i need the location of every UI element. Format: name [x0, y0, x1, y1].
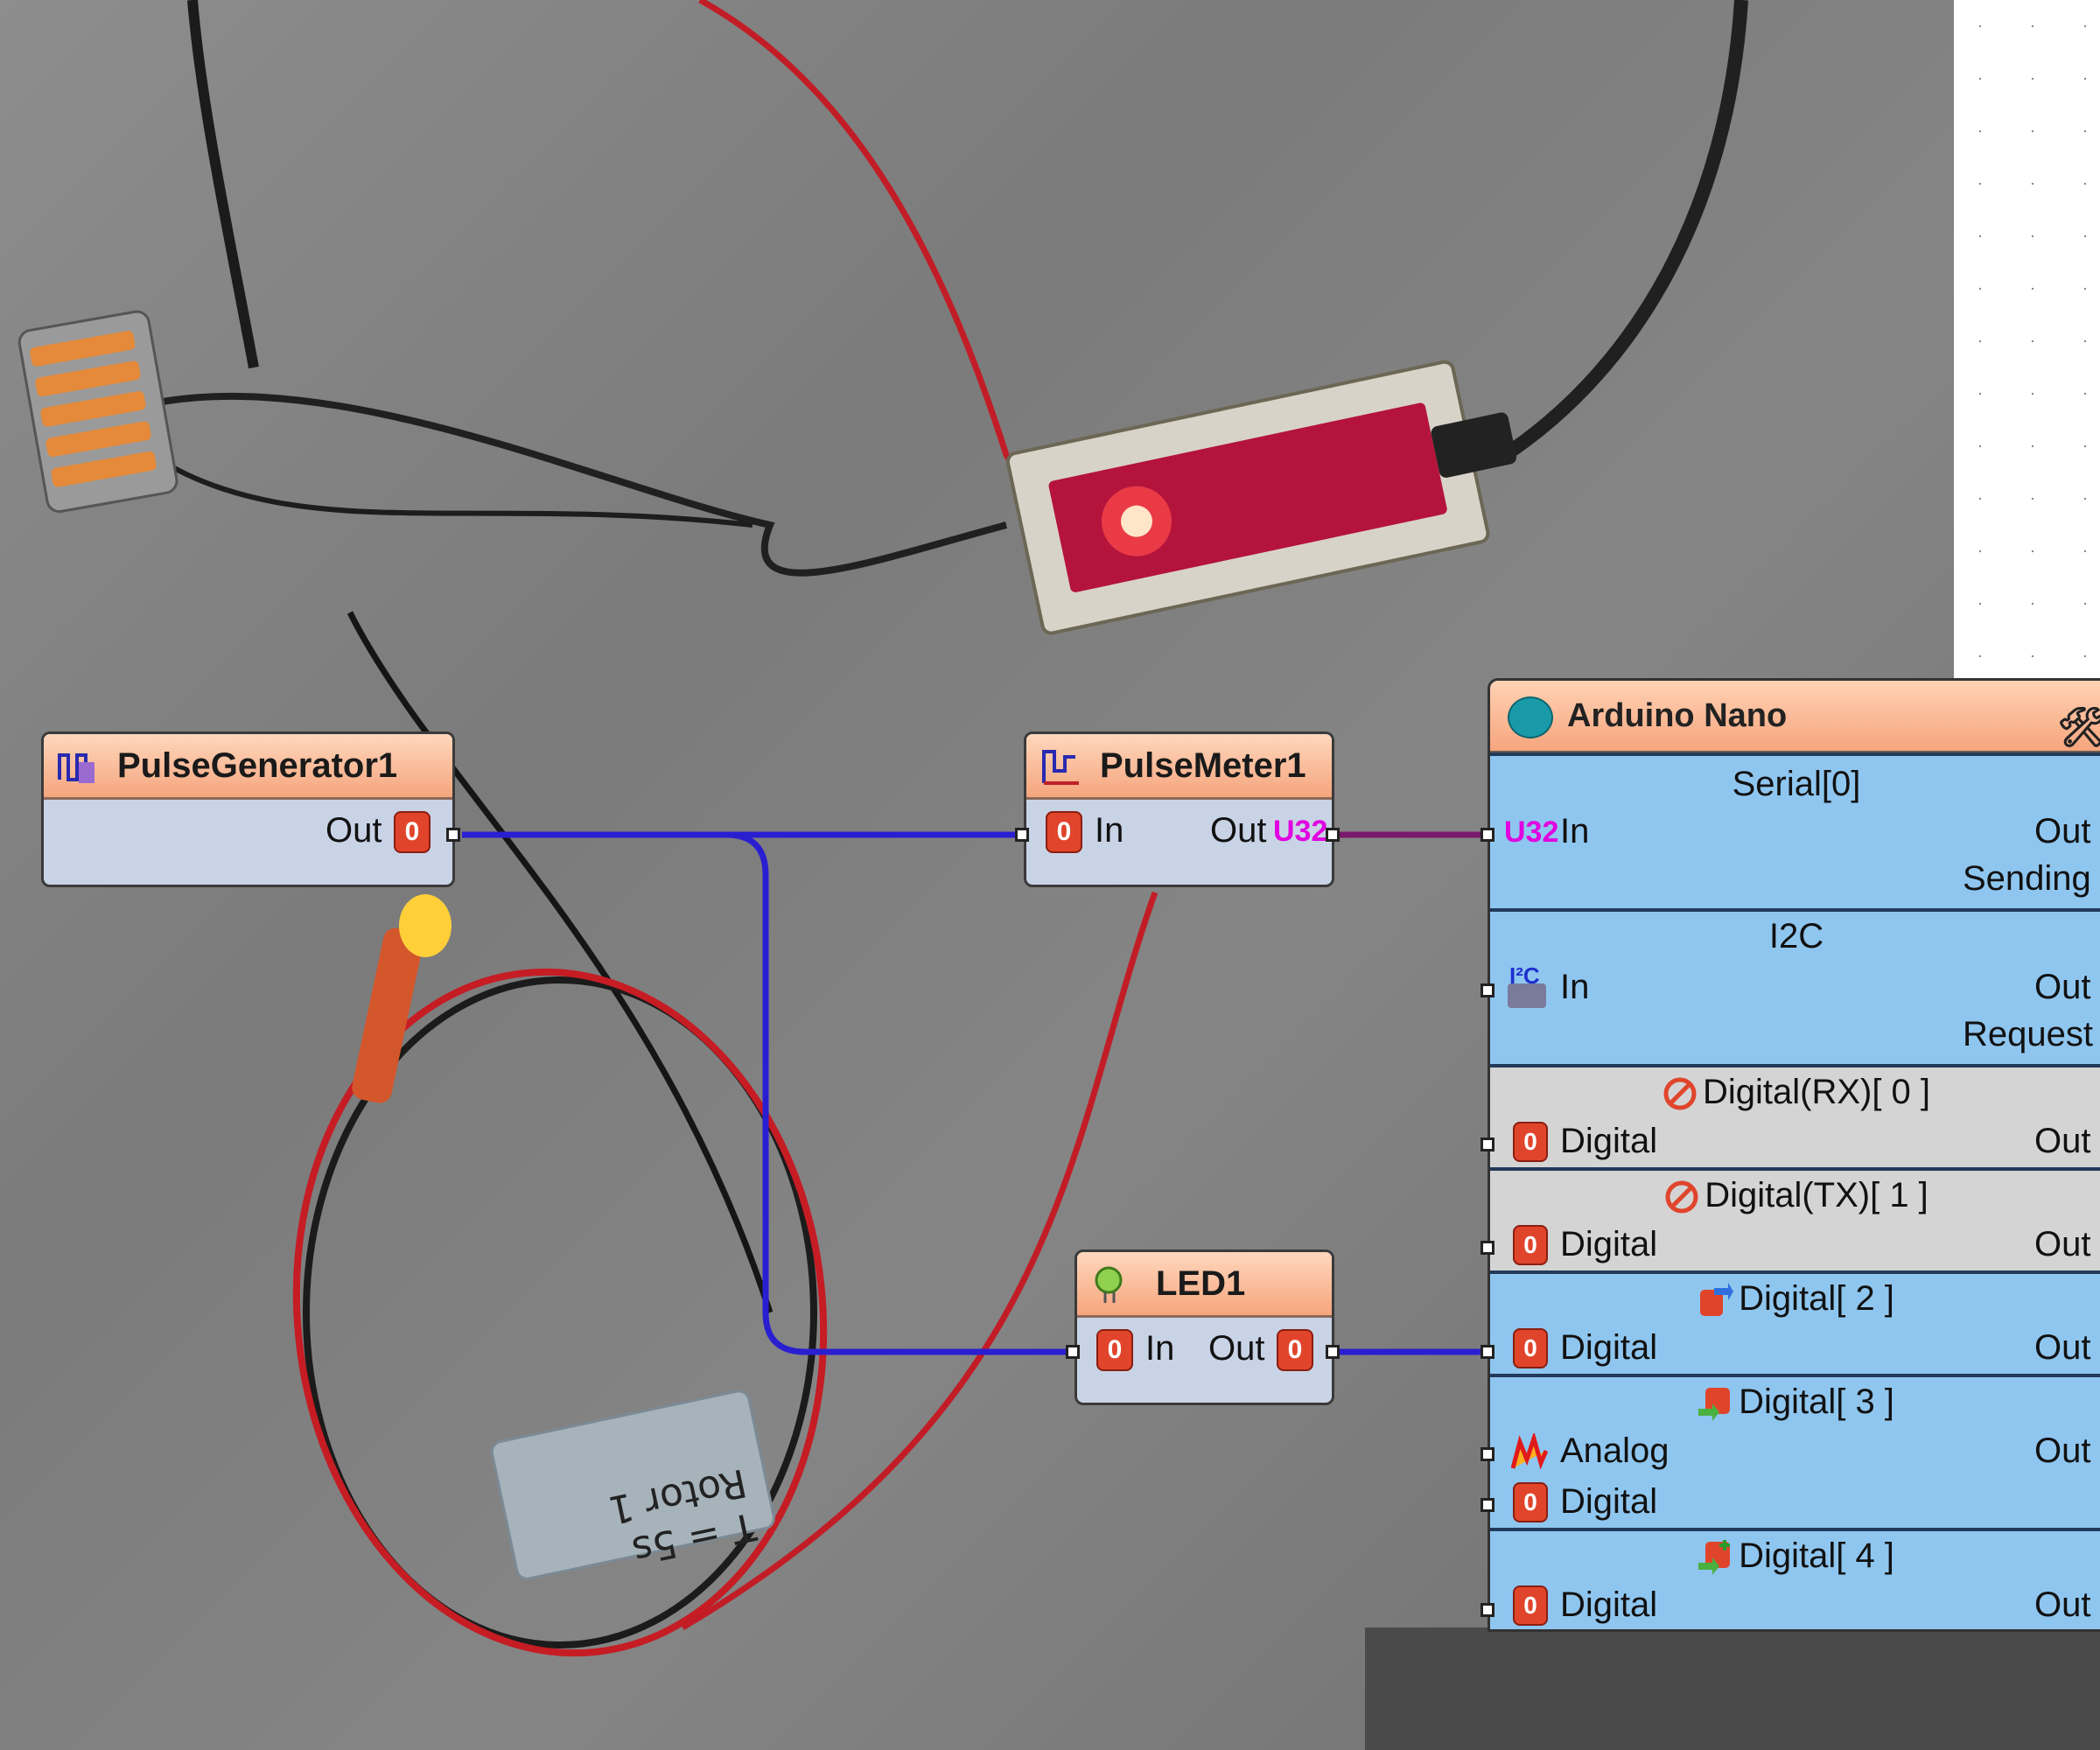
- digital-4-in-pin[interactable]: [1480, 1603, 1494, 1617]
- digital-2-in-label: Digital: [1560, 1328, 1658, 1367]
- digital-pin-icon: 0: [394, 811, 430, 853]
- digital-3-title: Digital[ 3 ]: [1490, 1382, 2100, 1422]
- digital-2-title: Digital[ 2 ]: [1490, 1279, 2100, 1319]
- led-title: LED1: [1156, 1264, 1246, 1303]
- disabled-icon: [1664, 1180, 1699, 1214]
- digital-3-in-pin[interactable]: [1480, 1498, 1494, 1512]
- pulse-generator-icon: [58, 753, 94, 783]
- design-grid: [1954, 0, 2100, 665]
- digital-4-out-label: Out: [2034, 1586, 2091, 1624]
- digital-rx-title: Digital(RX)[ 0 ]: [1490, 1073, 2100, 1112]
- led-icon: [1095, 1266, 1123, 1303]
- digital-3-out-label: Out: [2034, 1432, 2091, 1470]
- digital-2-in-pin[interactable]: [1480, 1345, 1494, 1359]
- digital-2-out-label: Out: [2034, 1328, 2091, 1367]
- wire-pulsegen-to-led: [462, 831, 1074, 1355]
- i2c-out-label: Out: [2034, 968, 2091, 1006]
- serial-in-type: U32: [1504, 816, 1559, 849]
- pulse-generator-header[interactable]: PulseGenerator1: [44, 734, 452, 800]
- i2c-title: I2C: [1768, 917, 1824, 956]
- digital-tx-in-label: Digital: [1560, 1225, 1658, 1264]
- led-header[interactable]: LED1: [1077, 1252, 1332, 1318]
- i2c-request-label: Request: [1963, 1015, 2093, 1054]
- digital-4-in-label: Digital: [1560, 1586, 1658, 1624]
- pulse-meter-in-pin[interactable]: [1015, 828, 1029, 842]
- i2c-section[interactable]: I2C I²C In Out Request: [1490, 908, 2100, 1064]
- serial-title: Serial[0]: [1732, 765, 1861, 803]
- digital-rx-section[interactable]: Digital(RX)[ 0 ] 0 Digital Out: [1490, 1064, 2100, 1167]
- serial-sending-label: Sending: [1963, 859, 2091, 898]
- digital-tx-out-label: Out: [2034, 1225, 2091, 1264]
- digital-tx-title: Digital(TX)[ 1 ]: [1490, 1176, 2100, 1215]
- arduino-nano-component[interactable]: Arduino Nano 🛠 Serial[0] U32 In Out Send…: [1488, 678, 2100, 1632]
- pulse-meter-icon: [1042, 750, 1079, 785]
- arduino-header[interactable]: Arduino Nano 🛠: [1490, 681, 2100, 753]
- i2c-in-label: In: [1560, 968, 1590, 1006]
- serial-section[interactable]: Serial[0] U32 In Out Sending: [1490, 752, 2100, 908]
- digital-3-analog-in-pin[interactable]: [1480, 1447, 1494, 1461]
- pulse-meter-out-type: U32: [1273, 815, 1328, 848]
- serial-in-label: In: [1560, 812, 1590, 850]
- led-in-label: In: [1145, 1329, 1175, 1368]
- digital-pin-icon: 0: [1513, 1225, 1548, 1265]
- disabled-icon: [1662, 1076, 1698, 1111]
- pulse-meter-out-pin[interactable]: [1326, 828, 1340, 842]
- digital-output-icon: [1698, 1283, 1734, 1318]
- pulse-meter-header[interactable]: PulseMeter1: [1026, 734, 1332, 800]
- pwm-output-icon: [1698, 1386, 1733, 1422]
- pulse-meter-in-label: In: [1095, 811, 1124, 850]
- digital-rx-out-label: Out: [2034, 1122, 2091, 1160]
- pulse-meter-title: PulseMeter1: [1100, 746, 1306, 785]
- serial-in-pin[interactable]: [1480, 828, 1494, 842]
- arduino-title: Arduino Nano: [1567, 697, 1788, 734]
- i2c-in-pin[interactable]: [1480, 984, 1494, 998]
- digital-pin-icon: 0: [1096, 1329, 1133, 1371]
- i2c-icon: I²C: [1508, 962, 1546, 1008]
- digital-input-icon: [1698, 1540, 1733, 1576]
- digital-pin-icon: 0: [1513, 1586, 1548, 1626]
- pulse-meter-component[interactable]: PulseMeter1 0 In Out U32: [1024, 732, 1334, 887]
- photo-shadow-area: [1365, 1628, 2100, 1750]
- svg-text:I²C: I²C: [1509, 962, 1540, 989]
- digital-tx-in-pin[interactable]: [1480, 1241, 1494, 1255]
- digital-4-section[interactable]: Digital[ 4 ] 0 Digital Out: [1490, 1528, 2100, 1629]
- digital-pin-icon: 0: [1513, 1122, 1548, 1162]
- led-in-pin[interactable]: [1066, 1345, 1080, 1359]
- pulse-generator-component[interactable]: PulseGenerator1 Out 0: [41, 732, 455, 887]
- serial-out-label: Out: [2034, 812, 2091, 850]
- led-out-pin[interactable]: [1326, 1345, 1340, 1359]
- digital-3-analog-label: Analog: [1560, 1432, 1670, 1470]
- digital-pin-icon: 0: [1513, 1482, 1548, 1522]
- pulse-generator-out-pin[interactable]: [446, 828, 460, 842]
- digital-rx-in-label: Digital: [1560, 1122, 1658, 1160]
- led-component[interactable]: LED1 0 In Out 0: [1074, 1250, 1334, 1405]
- pulse-generator-out-label: Out: [326, 811, 382, 850]
- digital-2-section[interactable]: Digital[ 2 ] 0 Digital Out: [1490, 1270, 2100, 1374]
- digital-3-section[interactable]: Digital[ 3 ] Analog Out 0 Digital: [1490, 1374, 2100, 1528]
- digital-3-in-label: Digital: [1560, 1482, 1658, 1521]
- pulse-generator-title: PulseGenerator1: [117, 746, 398, 785]
- analog-icon: [1510, 1431, 1549, 1470]
- led-out-label: Out: [1208, 1329, 1265, 1368]
- digital-pin-icon: 0: [1277, 1329, 1313, 1371]
- digital-tx-section[interactable]: Digital(TX)[ 1 ] 0 Digital Out: [1490, 1167, 2100, 1270]
- pulse-meter-out-label: Out: [1210, 811, 1267, 850]
- digital-4-title: Digital[ 4 ]: [1490, 1536, 2100, 1576]
- digital-rx-in-pin[interactable]: [1480, 1138, 1494, 1152]
- digital-pin-icon: 0: [1046, 811, 1082, 853]
- digital-pin-icon: 0: [1513, 1328, 1548, 1368]
- tools-icon[interactable]: 🛠: [2057, 693, 2100, 763]
- arduino-logo-icon: [1508, 696, 1553, 738]
